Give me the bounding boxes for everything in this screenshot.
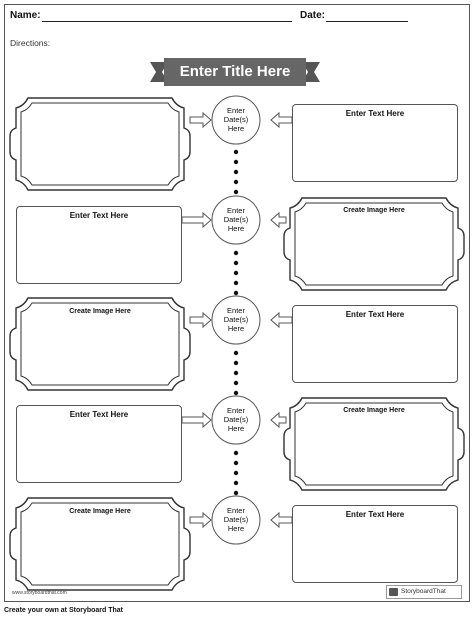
image-frame-5[interactable] bbox=[8, 494, 192, 594]
date-label: Date: bbox=[300, 10, 326, 21]
directions-label: Directions: bbox=[10, 38, 51, 48]
image-frame-2-label: Create Image Here bbox=[343, 207, 405, 214]
storyboard-icon bbox=[389, 588, 398, 596]
text-box-5[interactable]: Enter Text Here bbox=[292, 505, 458, 583]
image-frame-3-label: Create Image Here bbox=[69, 308, 131, 315]
text-box-4[interactable]: Enter Text Here bbox=[16, 405, 182, 483]
text-box-5-label: Enter Text Here bbox=[345, 510, 405, 519]
text-box-3-label: Enter Text Here bbox=[345, 310, 405, 319]
image-frame-2[interactable] bbox=[282, 194, 466, 294]
date-field[interactable] bbox=[326, 21, 408, 22]
page-title[interactable]: Enter Title Here bbox=[179, 63, 291, 80]
storyboardthat-logo[interactable]: StoryboardThat bbox=[386, 585, 462, 599]
text-box-1-label: Enter Text Here bbox=[345, 109, 405, 118]
text-box-2-label: Enter Text Here bbox=[69, 211, 129, 220]
image-frame-1[interactable] bbox=[8, 94, 192, 194]
image-frame-3[interactable] bbox=[8, 294, 192, 394]
image-frame-5-label: Create Image Here bbox=[69, 508, 131, 515]
text-box-2[interactable]: Enter Text Here bbox=[16, 206, 182, 284]
image-frame-4-label: Create Image Here bbox=[343, 407, 405, 414]
timeline-connector bbox=[181, 95, 293, 545]
footer-url[interactable]: www.storyboardthat.com bbox=[12, 590, 67, 596]
text-box-3[interactable]: Enter Text Here bbox=[292, 305, 458, 383]
text-box-4-label: Enter Text Here bbox=[69, 410, 129, 419]
name-label: Name: bbox=[10, 10, 41, 21]
footer-credit[interactable]: Create your own at Storyboard That bbox=[4, 607, 124, 614]
title-banner bbox=[150, 58, 320, 86]
name-field[interactable] bbox=[42, 21, 292, 22]
text-box-1[interactable]: Enter Text Here bbox=[292, 104, 458, 182]
image-frame-4[interactable] bbox=[282, 394, 466, 494]
